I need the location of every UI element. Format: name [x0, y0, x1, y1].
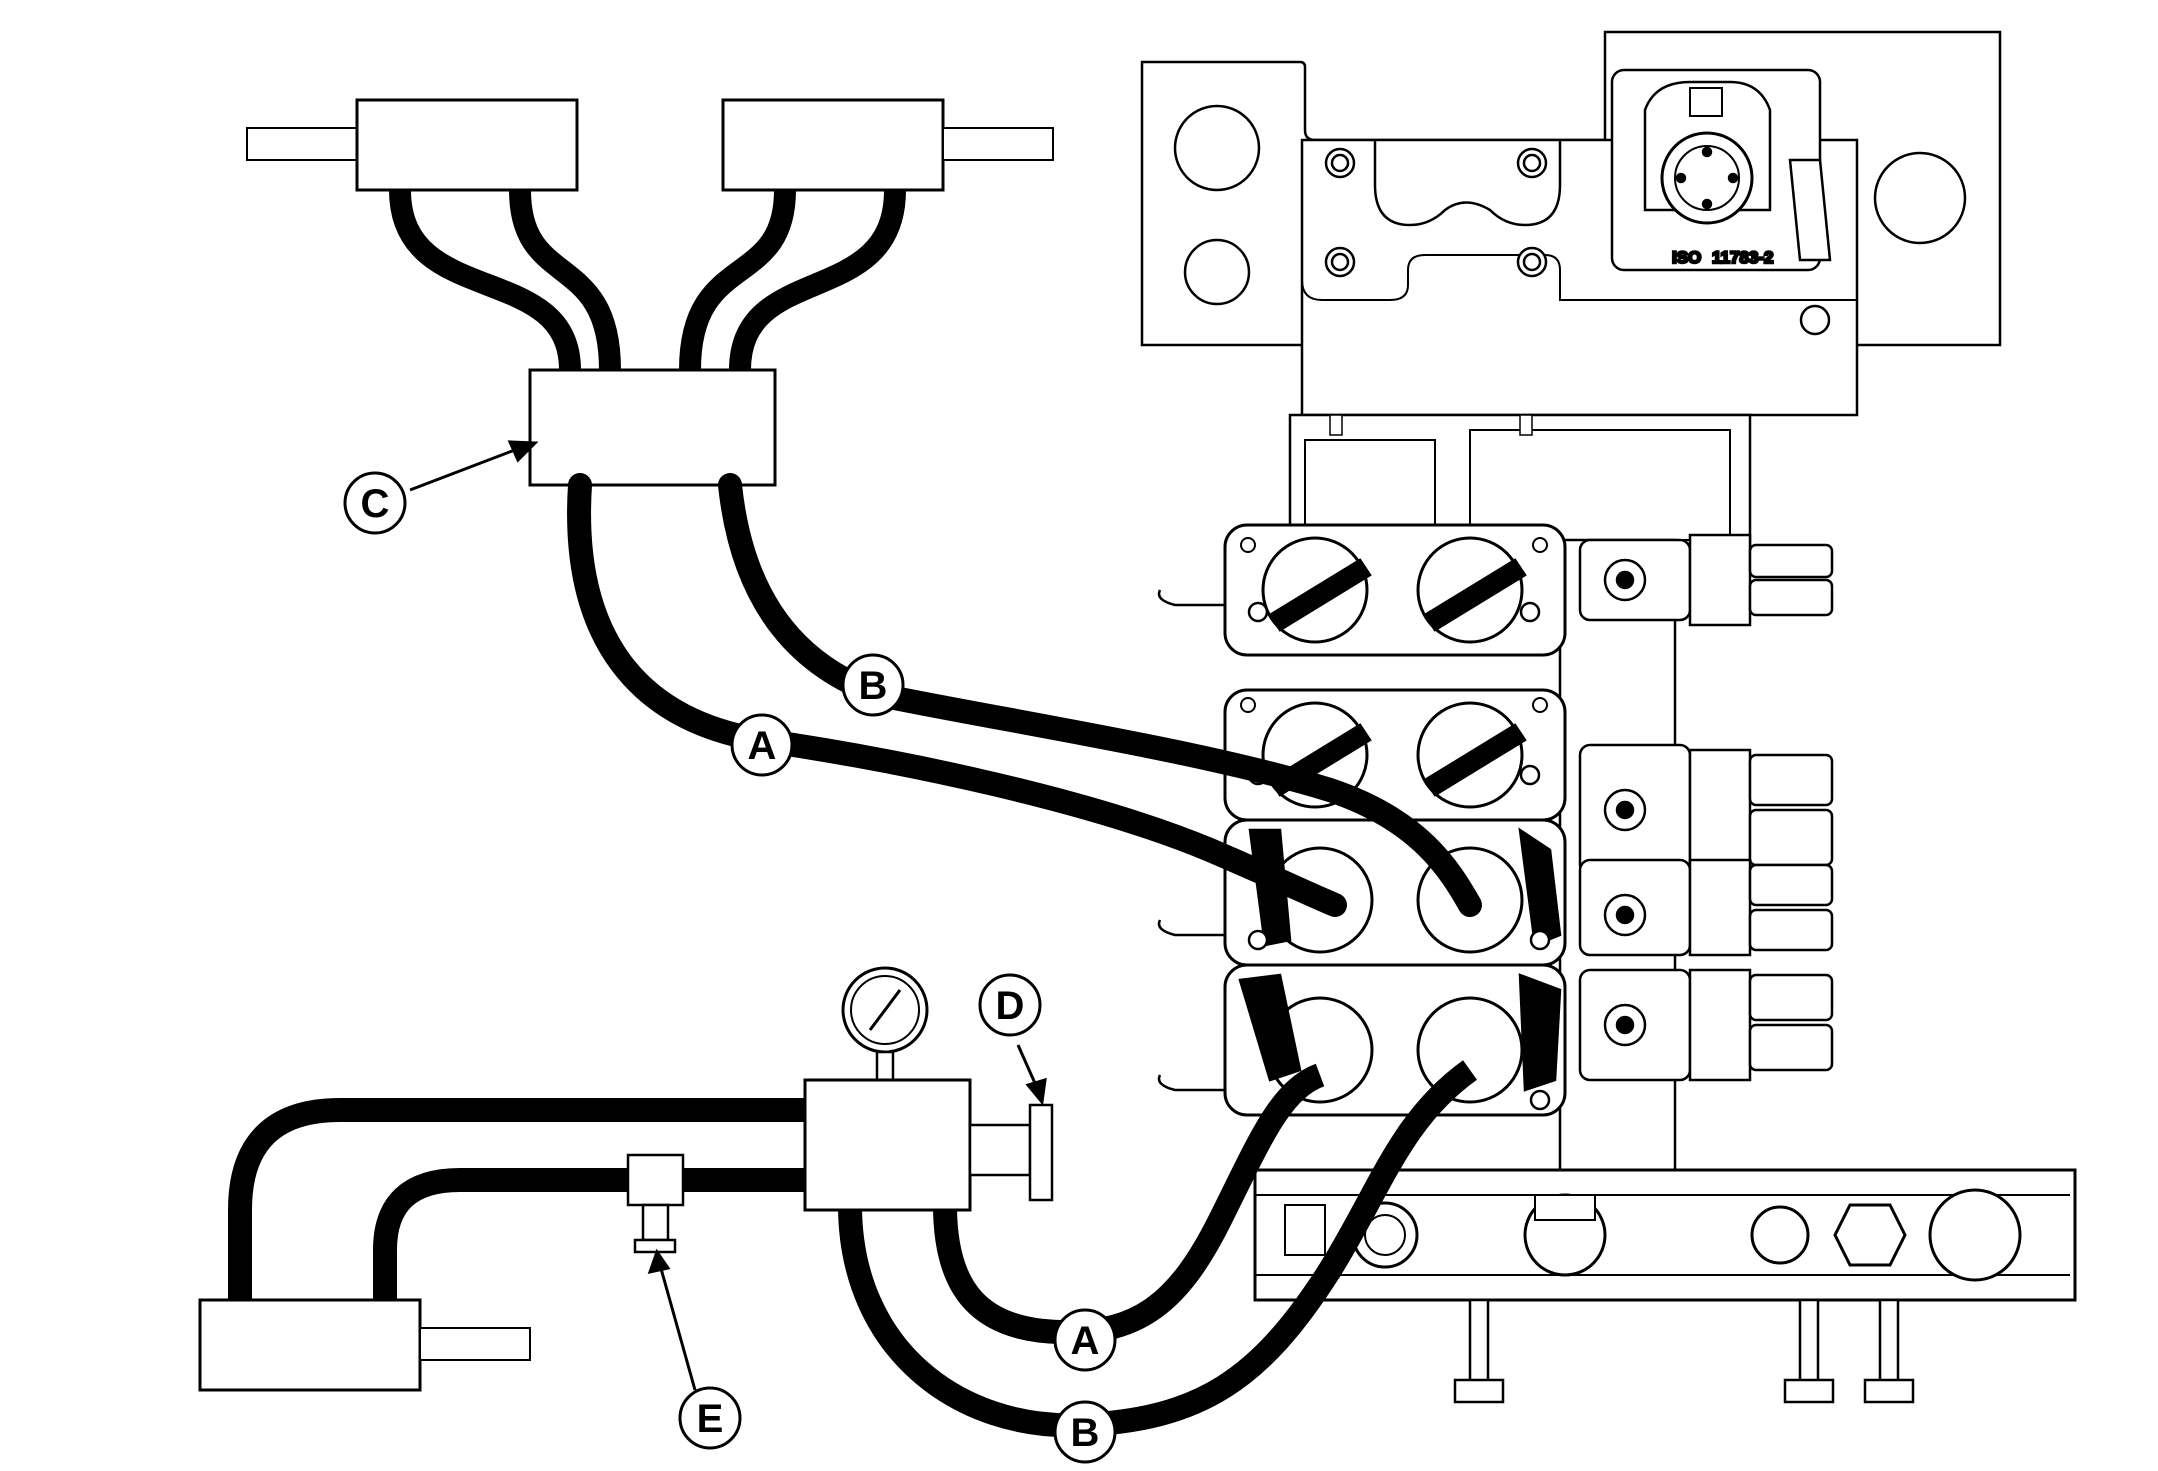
test-block [803, 1078, 972, 1212]
callout-a-bottom: A [1053, 1308, 1117, 1372]
svg-text:A: A [1071, 1319, 1100, 1363]
port-d-cap [1028, 1103, 1054, 1202]
callout-a-top: A [730, 713, 794, 777]
valve-section-2 [1223, 688, 1567, 822]
lower-crossbar [1253, 1168, 2077, 1302]
upper-manifold-group [246, 98, 1054, 487]
hose-a-upper [567, 473, 1347, 917]
hose-b-upper [718, 473, 1482, 917]
lower-left-coupler [198, 1298, 531, 1392]
leader-arrows [409, 440, 1047, 1391]
valve-section-4 [1157, 963, 1567, 1117]
svg-text:C: C [361, 482, 390, 526]
valve-upper-body [1288, 413, 1752, 547]
callout-e: E [678, 1386, 742, 1450]
solenoid-coils [1578, 533, 1834, 1082]
svg-text:B: B [1071, 1411, 1100, 1455]
valve-section-1 [1157, 523, 1567, 657]
pressure-gauge [841, 966, 929, 1082]
valve-stack-assembly: ISO 11783-2 [1140, 30, 2077, 1404]
upper-right-coupler [721, 98, 1054, 192]
fitting-e [626, 1153, 685, 1254]
hoses-to-valve [567, 473, 1482, 917]
callout-b-bottom: B [1053, 1400, 1117, 1464]
upper-left-coupler [246, 98, 579, 192]
mounting-bolts [1453, 1298, 1915, 1404]
upper-hoses [389, 189, 906, 371]
manifold-block-c [528, 368, 777, 487]
callout-d: D [978, 973, 1042, 1037]
svg-text:E: E [697, 1397, 724, 1441]
port-d-stem [968, 1123, 1032, 1177]
iso-standard-label: 11783-2 [1712, 248, 1773, 267]
iso-socket-panel: ISO 11783-2 [1610, 68, 1832, 336]
svg-text:B: B [859, 664, 888, 708]
callout-c: C [343, 471, 407, 535]
plate-holes [1173, 104, 1967, 306]
lower-hoses [228, 1060, 1478, 1438]
svg-text:D: D [996, 984, 1025, 1028]
lower-test-group [198, 966, 1478, 1438]
svg-text:A: A [748, 724, 777, 768]
iso-plate-label: ISO [1672, 248, 1701, 267]
plate-notch [1373, 140, 1562, 227]
callout-b-top: B [841, 653, 905, 717]
